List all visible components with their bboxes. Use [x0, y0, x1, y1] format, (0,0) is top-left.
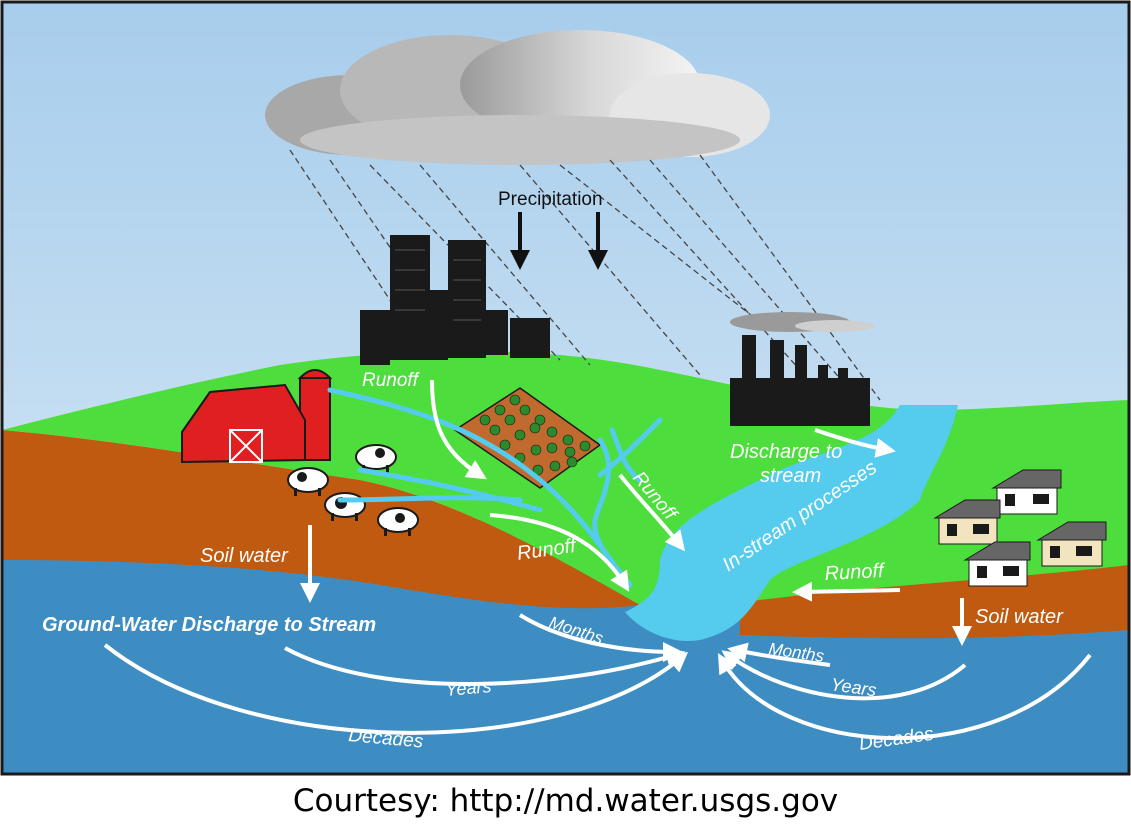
tributaries [327, 387, 663, 588]
discharge-to-stream-label-line1: Discharge to [730, 441, 842, 463]
runoff-arrows [430, 379, 901, 602]
courtesy-caption: Courtesy: http://md.water.usgs.gov [292, 783, 839, 819]
discharge-to-stream-label-line2: stream [760, 465, 821, 487]
diagram-frame [0, 0, 1131, 776]
factory [730, 312, 875, 426]
years-left-label: Years [445, 676, 493, 700]
rain-lines [289, 149, 881, 401]
soil-water-left-label: Soil water [200, 545, 289, 567]
groundwater-flow-arrows [103, 613, 1092, 741]
city-buildings [360, 235, 550, 365]
houses [933, 469, 1107, 587]
soil-layer-left [2, 430, 640, 609]
soil-layer-right [740, 565, 1129, 639]
soil-water-right-label: Soil water [975, 606, 1064, 628]
cloud [265, 30, 770, 165]
crop-field [453, 387, 602, 489]
runoff-top-label: Runoff [362, 370, 420, 391]
precipitation-label: Precipitation [498, 189, 603, 210]
barn [181, 369, 333, 464]
runoff-right-label: Runoff [824, 560, 886, 585]
stream [625, 405, 958, 641]
groundwater-discharge-label: Ground-Water Discharge to Stream [42, 614, 376, 636]
